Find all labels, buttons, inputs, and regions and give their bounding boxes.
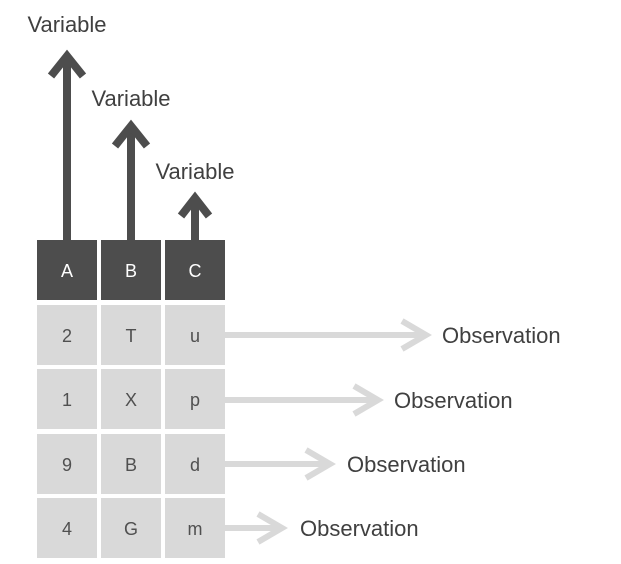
observation-label-4: Observation xyxy=(300,516,419,541)
cell-value: u xyxy=(190,326,200,346)
observation-label-2: Observation xyxy=(394,388,513,413)
table-row: 1 X p xyxy=(37,369,225,429)
cell-r4-a xyxy=(37,498,97,558)
cell-r4-b xyxy=(101,498,161,558)
cell-value: 2 xyxy=(62,326,72,346)
observation-arrow-1 xyxy=(225,318,432,352)
observation-label-3: Observation xyxy=(347,452,466,477)
table-row: 2 T u xyxy=(37,305,225,365)
cell-r3-b xyxy=(101,434,161,494)
header-cell-c xyxy=(165,240,225,300)
cell-r4-c xyxy=(165,498,225,558)
variable-arrow-a xyxy=(47,49,87,240)
header-label-b: B xyxy=(125,261,137,281)
header-label-a: A xyxy=(61,261,73,281)
cell-r3-c xyxy=(165,434,225,494)
table-row: 9 B d xyxy=(37,434,225,494)
observation-label-1: Observation xyxy=(442,323,561,348)
observation-arrow-3 xyxy=(225,447,336,481)
table-header: A B C xyxy=(37,240,225,300)
header-label-c: C xyxy=(189,261,202,281)
cell-value: p xyxy=(190,390,200,410)
cell-value: 1 xyxy=(62,390,72,410)
cell-value: X xyxy=(125,390,137,410)
cell-r1-b xyxy=(101,305,161,365)
cell-r2-c xyxy=(165,369,225,429)
header-cell-a xyxy=(37,240,97,300)
cell-value: B xyxy=(125,455,137,475)
cell-value: 9 xyxy=(62,455,72,475)
variable-label-c: Variable xyxy=(155,159,234,184)
variable-label-a: Variable xyxy=(27,12,106,37)
cell-value: T xyxy=(126,326,137,346)
variable-arrow-c xyxy=(177,191,213,240)
cell-r1-a xyxy=(37,305,97,365)
table-row: 4 G m xyxy=(37,498,225,558)
cell-r3-a xyxy=(37,434,97,494)
observation-arrow-2 xyxy=(225,383,384,417)
cell-value: m xyxy=(188,519,203,539)
cell-r2-a xyxy=(37,369,97,429)
cell-r1-c xyxy=(165,305,225,365)
observation-arrow-4 xyxy=(225,511,288,545)
variable-label-b: Variable xyxy=(91,86,170,111)
cell-value: d xyxy=(190,455,200,475)
cell-value: G xyxy=(124,519,138,539)
variable-arrow-b xyxy=(111,119,151,240)
cell-r2-b xyxy=(101,369,161,429)
cell-value: 4 xyxy=(62,519,72,539)
header-cell-b xyxy=(101,240,161,300)
